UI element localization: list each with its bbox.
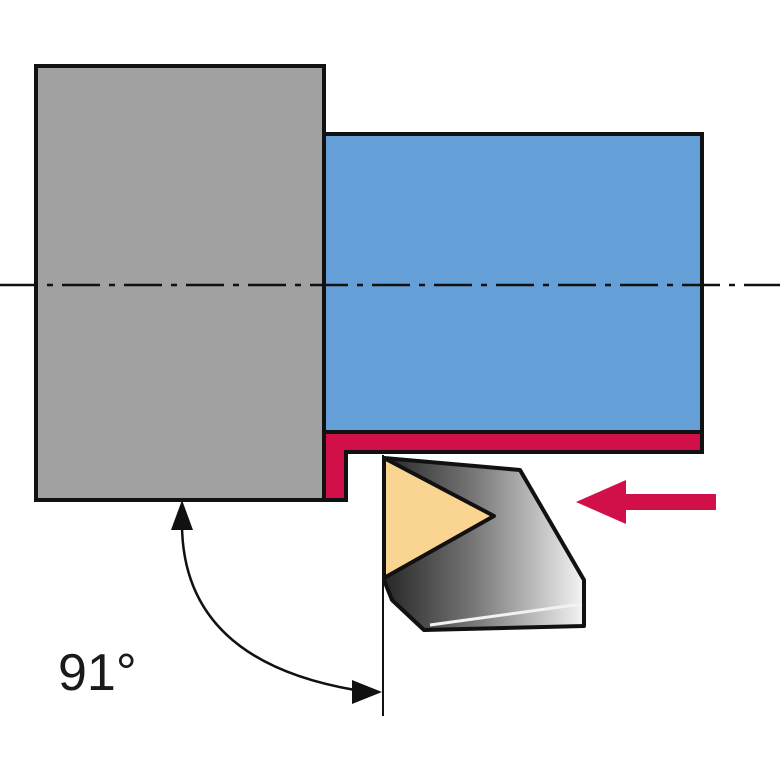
- machined-layer: [322, 430, 704, 502]
- workpiece: [322, 132, 704, 434]
- tool-holder-facet: [429, 602, 583, 627]
- arc-arrowhead-top: [171, 500, 193, 530]
- chuck-block: [34, 64, 326, 502]
- arc-arrowhead-right: [352, 680, 382, 704]
- angle-label: 91°: [58, 644, 137, 702]
- angle-arc: [180, 519, 356, 692]
- arrow-left-icon: [576, 480, 716, 524]
